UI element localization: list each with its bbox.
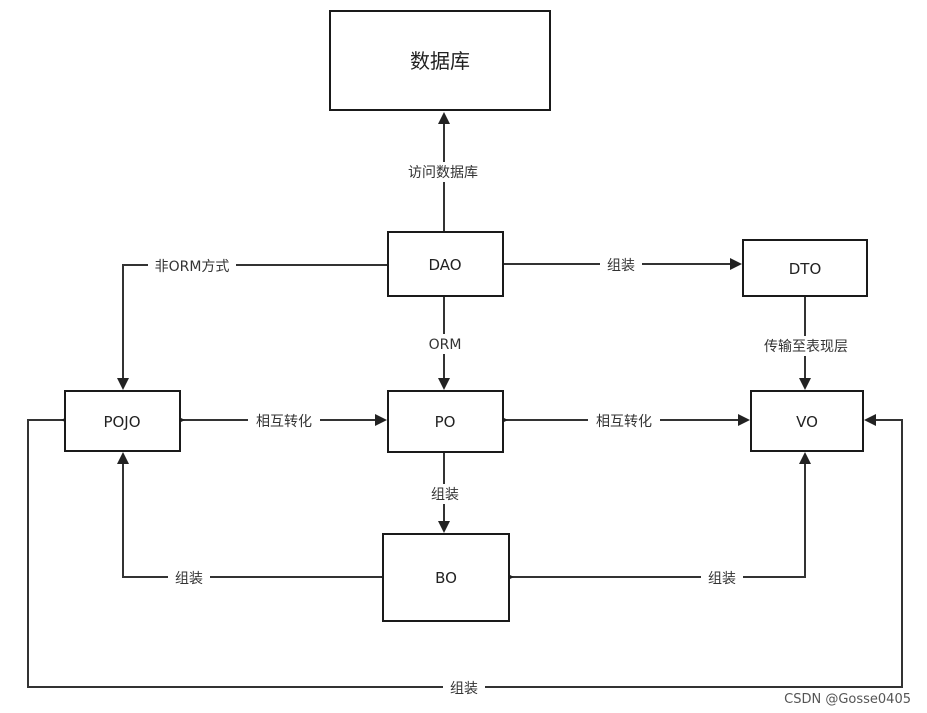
node-dto-label: DTO [789,260,822,278]
node-pojo-label: POJO [103,413,140,431]
node-dao: DAO [387,231,504,297]
node-vo: VO [750,390,864,452]
edge-dao-pojo [117,264,388,390]
node-database: 数据库 [329,10,551,111]
label-bottom-loop-assemble: 组装 [450,681,478,697]
label-transfer-presentation: 传输至表现层 [764,339,848,355]
label-pojo-po-convert: 相互转化 [256,414,312,430]
edge-bo-vo [502,452,811,583]
edge-bo-pojo [117,452,393,583]
label-po-vo-convert: 相互转化 [596,414,652,430]
node-vo-label: VO [796,413,818,431]
label-po-bo-assemble: 组装 [431,487,459,503]
node-po-label: PO [435,413,456,431]
label-bo-pojo-assemble: 组装 [175,571,203,587]
label-dao-dto-assemble: 组装 [607,258,635,274]
node-po: PO [387,390,504,453]
node-dao-label: DAO [428,256,461,274]
label-orm: ORM [429,337,462,353]
node-bo: BO [382,533,510,622]
node-dto: DTO [742,239,868,297]
label-access-database: 访问数据库 [408,165,478,181]
node-pojo: POJO [64,390,181,452]
node-database-label: 数据库 [410,49,470,73]
label-non-orm: 非ORM方式 [155,259,230,275]
label-bo-vo-assemble: 组装 [708,571,736,587]
node-bo-label: BO [435,569,457,587]
watermark: CSDN @Gosse0405 [784,692,911,707]
